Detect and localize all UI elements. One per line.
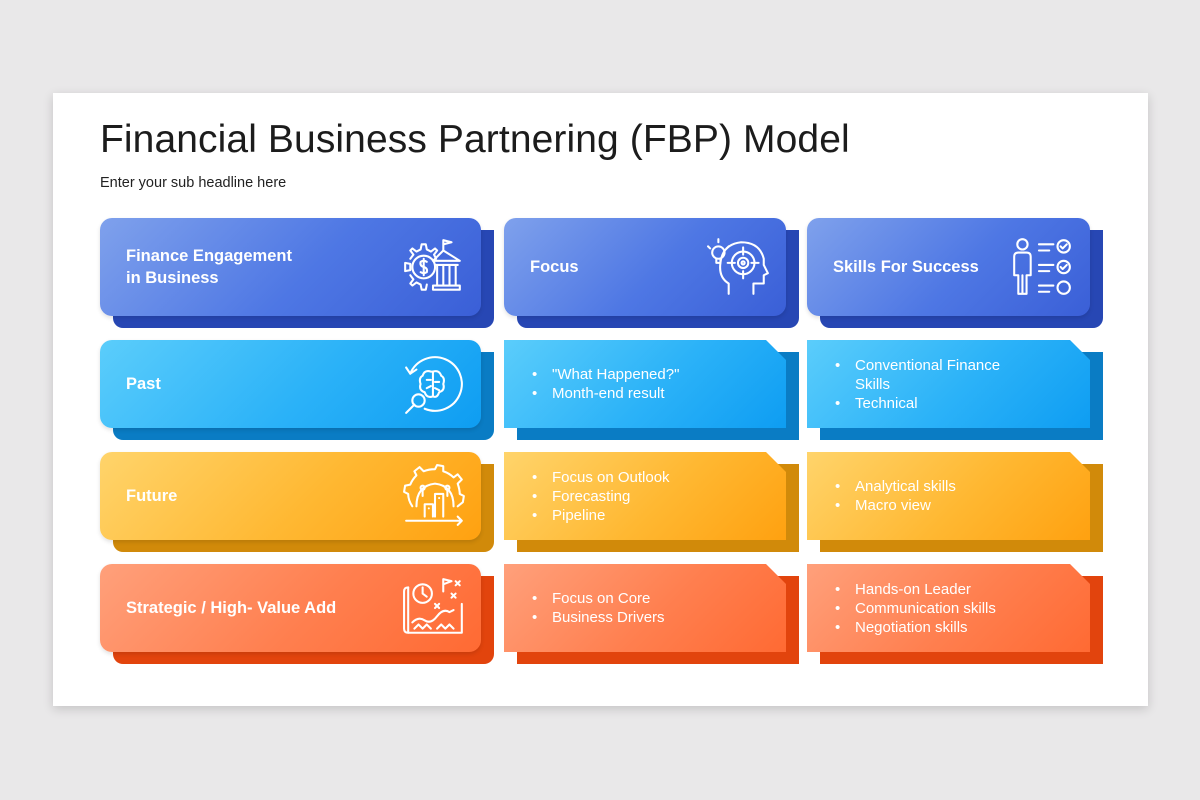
focus-card-future: Focus on Outlook Forecasting Pipeline (504, 452, 799, 552)
row-label-past: Past (126, 375, 161, 393)
brain-search-icon (402, 351, 468, 417)
focus-card-past: "What Happened?" Month-end result (504, 340, 799, 440)
person-checklist-icon (1008, 234, 1074, 300)
skills-list-future: Analytical skills Macro view (835, 452, 1074, 540)
list-item: Pipeline (532, 506, 770, 525)
list-item: Business Drivers (532, 608, 770, 627)
strategy-map-icon (402, 575, 468, 641)
list-item: Macro view (835, 496, 1074, 515)
header-label-focus: Focus (530, 258, 579, 276)
focus-list-future: Focus on Outlook Forecasting Pipeline (532, 452, 770, 540)
skills-card-past: Conventional Finance Skills Technical (807, 340, 1103, 440)
header-label-skills: Skills For Success (833, 258, 979, 276)
slide-title: Financial Business Partnering (FBP) Mode… (100, 118, 850, 161)
bank-gear-icon (400, 234, 466, 300)
list-item: Month-end result (532, 384, 770, 403)
list-item: Technical (835, 394, 1028, 413)
header-card-skills: Skills For Success (807, 218, 1103, 328)
skills-card-future: Analytical skills Macro view (807, 452, 1103, 552)
list-item: Negotiation skills (835, 618, 1074, 637)
skills-list-strategic: Hands-on Leader Communication skills Neg… (835, 564, 1074, 652)
slide: Financial Business Partnering (FBP) Mode… (53, 93, 1148, 706)
row-label-card-strategic: Strategic / High- Value Add (100, 564, 494, 664)
header-card-focus: Focus (504, 218, 799, 328)
row-label-card-future: Future (100, 452, 494, 552)
focus-list-strategic: Focus on Core Business Drivers (532, 564, 770, 652)
list-item: "What Happened?" (532, 365, 770, 384)
skills-list-past: Conventional Finance Skills Technical (835, 340, 1028, 428)
head-target-icon (706, 234, 772, 300)
focus-card-strategic: Focus on Core Business Drivers (504, 564, 799, 664)
gear-growth-icon (402, 463, 468, 529)
list-item: Focus on Outlook (532, 468, 770, 487)
row-label-strategic: Strategic / High- Value Add (126, 599, 337, 617)
skills-card-strategic: Hands-on Leader Communication skills Neg… (807, 564, 1103, 664)
list-item: Conventional Finance Skills (835, 356, 1028, 394)
list-item: Communication skills (835, 599, 1074, 618)
focus-list-past: "What Happened?" Month-end result (532, 340, 770, 428)
list-item: Analytical skills (835, 477, 1074, 496)
row-label-future: Future (126, 487, 178, 505)
row-label-card-past: Past (100, 340, 494, 440)
list-item: Forecasting (532, 487, 770, 506)
slide-subtitle: Enter your sub headline here (100, 175, 287, 191)
list-item: Hands-on Leader (835, 580, 1074, 599)
list-item: Focus on Core (532, 589, 770, 608)
